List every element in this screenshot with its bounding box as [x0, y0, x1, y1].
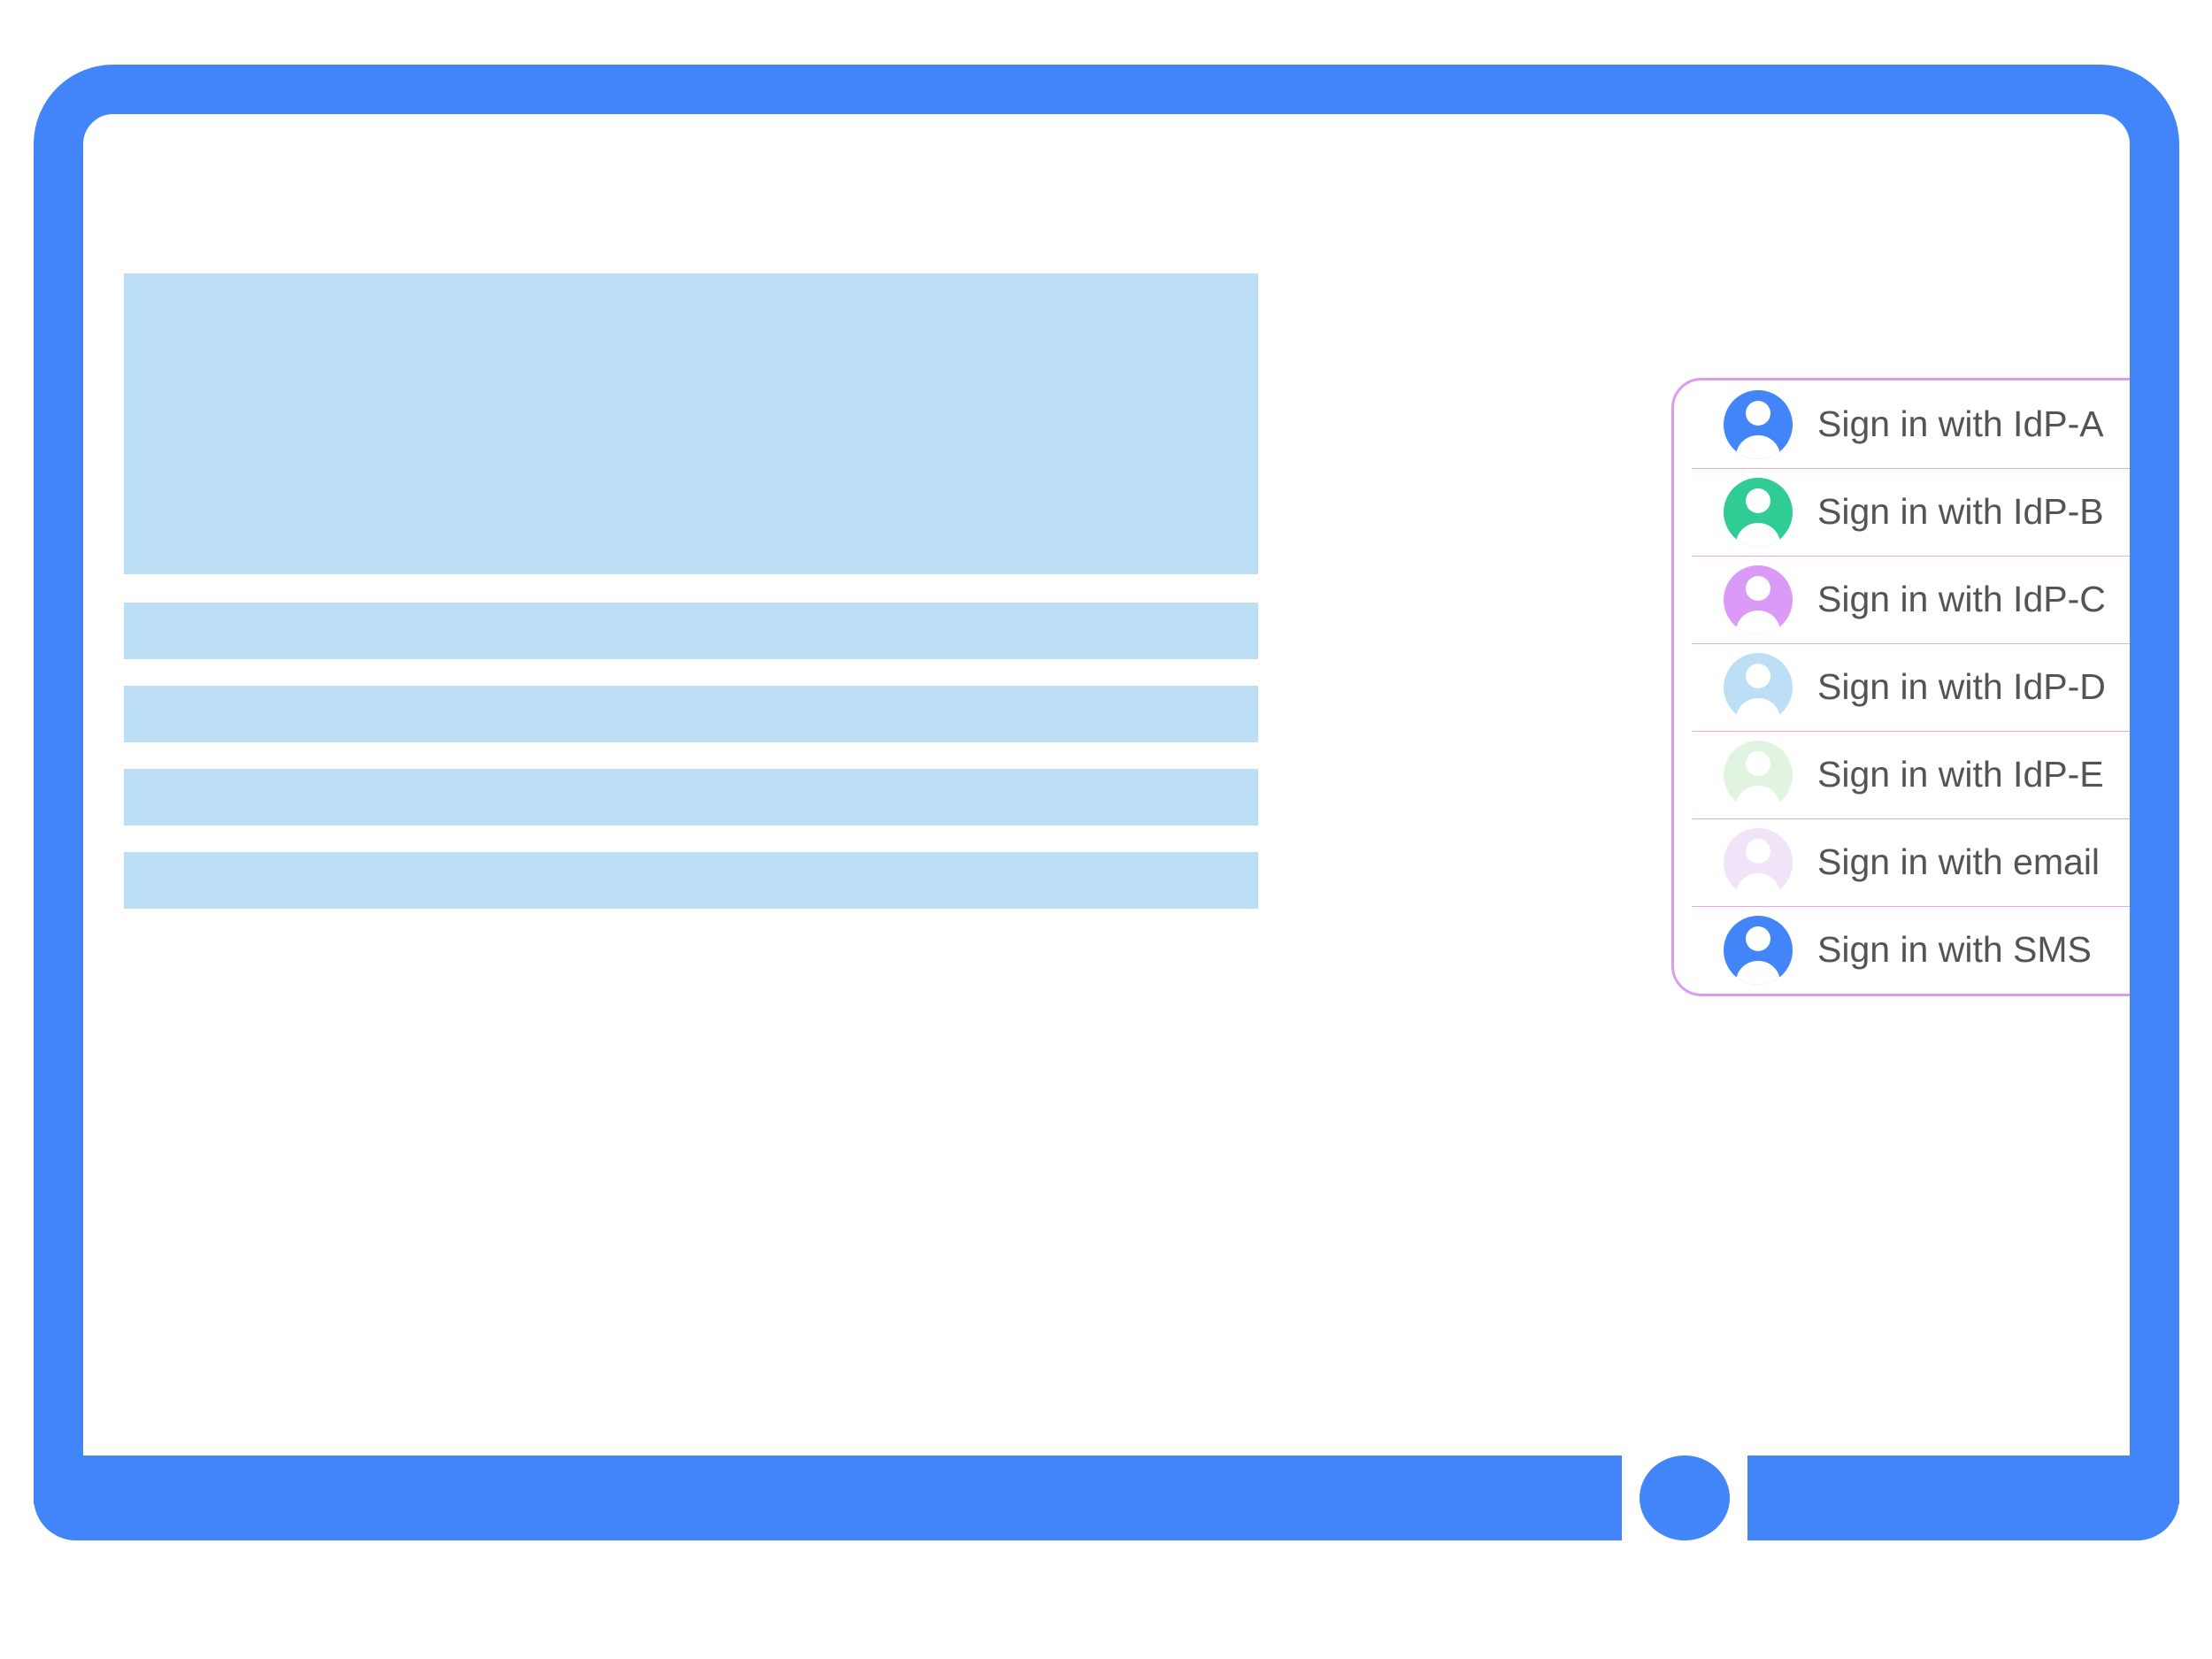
account-option-label: Sign in with email — [1817, 841, 2101, 882]
account-option-label: Sign in with SMS — [1817, 929, 2092, 970]
content-placeholder-bar-3 — [124, 769, 1258, 826]
account-option-label: Sign in with IdP-E — [1817, 754, 2104, 795]
account-option-row[interactable]: Sign in with IdP-E — [1674, 731, 2130, 818]
content-placeholder-hero — [124, 273, 1258, 574]
browser-title-bar: RP.example — [83, 114, 2130, 358]
account-option-row[interactable]: Sign in with IdP-A — [1674, 380, 2130, 468]
device-frame-left-rail — [34, 885, 83, 1504]
account-avatar-icon — [1724, 827, 1793, 897]
account-avatar-icon — [1724, 652, 1793, 722]
device-bottom-bar-left — [34, 1455, 1622, 1540]
account-avatar-icon — [1724, 389, 1793, 459]
account-option-row[interactable]: Sign in with email — [1674, 818, 2130, 906]
account-option-label: Sign in with IdP-B — [1817, 491, 2104, 532]
account-avatar-icon — [1724, 915, 1793, 985]
account-option-label: Sign in with IdP-A — [1817, 403, 2104, 444]
device-bottom-bar-right — [1747, 1455, 2179, 1540]
account-option-row[interactable]: Sign in with IdP-C — [1674, 556, 2130, 643]
content-placeholder-bar-1 — [124, 603, 1258, 659]
account-avatar-icon — [1724, 740, 1793, 810]
account-option-label: Sign in with IdP-C — [1817, 579, 2106, 619]
content-placeholder-bar-2 — [124, 686, 1258, 742]
account-option-row[interactable]: Sign in with SMS — [1674, 906, 2130, 994]
device-frame-right-rail — [2130, 885, 2179, 1504]
account-option-row[interactable]: Sign in with IdP-D — [1674, 643, 2130, 731]
account-chooser-dialog: Sign in with IdP-A Sign in with IdP-B Sign… — [1671, 378, 2130, 996]
account-avatar-icon — [1724, 477, 1793, 547]
page-content-placeholders — [124, 273, 1301, 935]
account-avatar-icon — [1724, 565, 1793, 634]
account-option-row[interactable]: Sign in with IdP-B — [1674, 468, 2130, 556]
account-option-label: Sign in with IdP-D — [1817, 666, 2106, 707]
content-placeholder-bar-4 — [124, 852, 1258, 909]
device-home-button[interactable] — [1640, 1455, 1730, 1540]
